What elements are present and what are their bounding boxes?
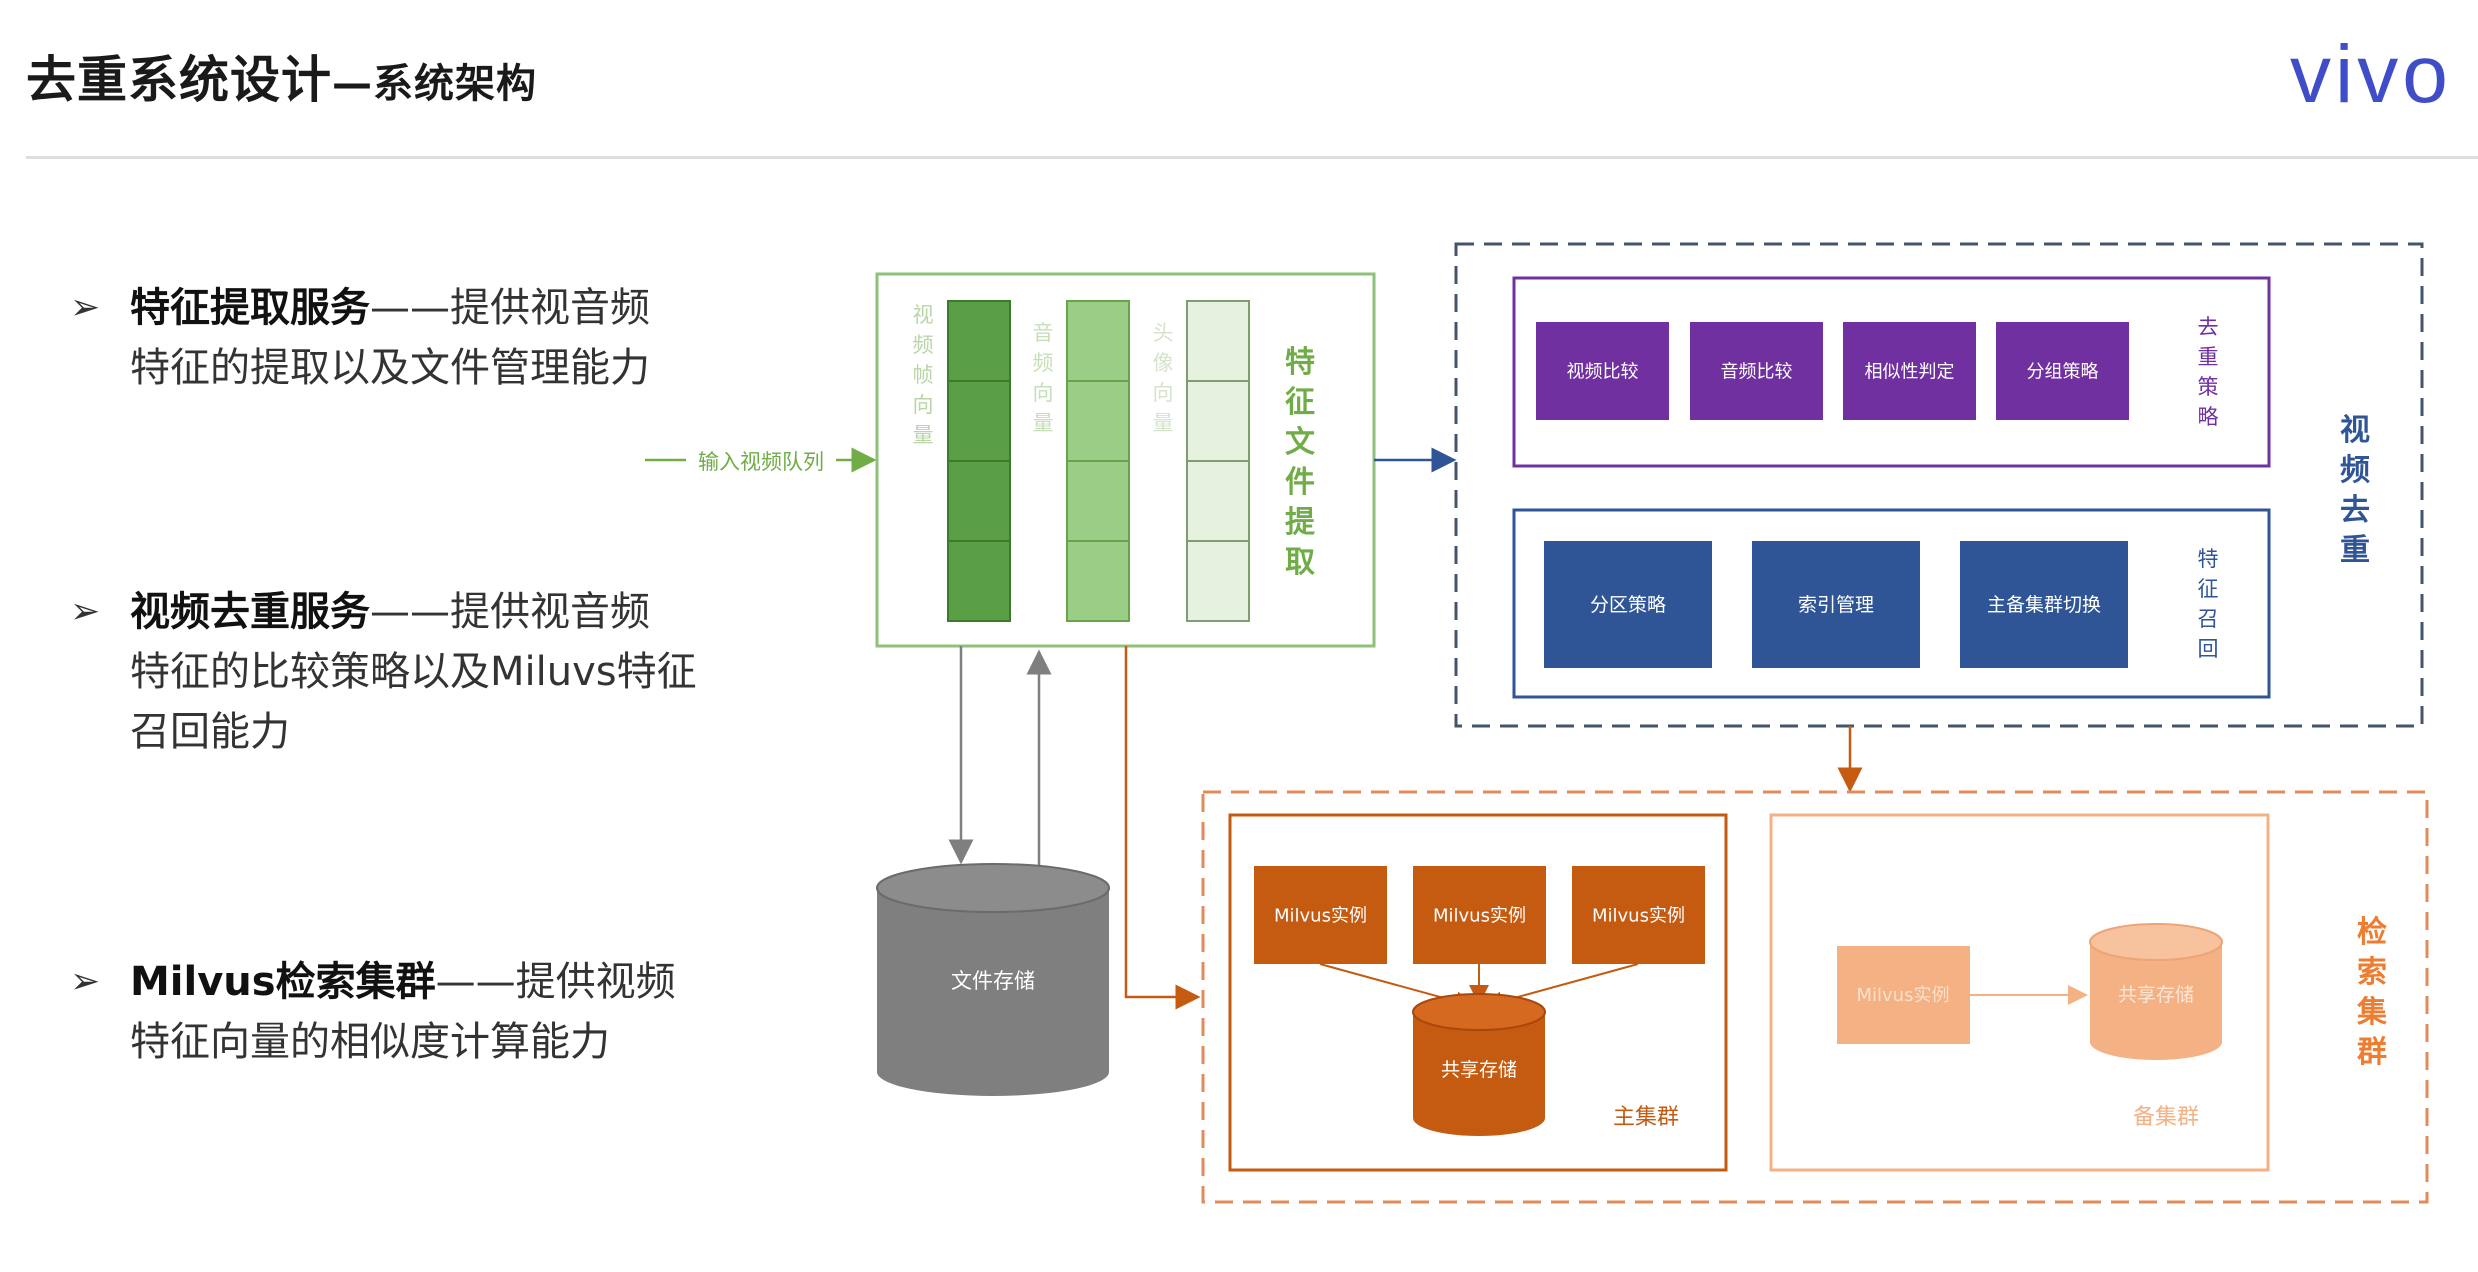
bullet-line-1: Milvus检索集群——提供视频 (130, 952, 676, 1012)
diagram-node-label: 相似性判定 (1865, 361, 1955, 382)
backup-shared-storage-cylinder: 共享存储 (2089, 923, 2223, 1060)
main-shared-storage-cylinder: 共享存储 (1412, 993, 1546, 1136)
feature-recall-box: 分区策略 索引管理 主备集群切换 特征召回 (1512, 508, 2271, 699)
feature-recall-label: 特征召回 (2198, 547, 2219, 661)
bullet-line-3: 召回能力 (130, 709, 290, 755)
audio-vector-label: 音频向量 (1033, 321, 1054, 435)
main-cluster-box: Milvus实例 Milvus实例 Milvus实例 共享存储 主集群 (1228, 813, 1728, 1172)
arrow-bullet-icon: ➢ (70, 961, 101, 1002)
avatar-vector-column (1186, 300, 1250, 622)
diagram-node (1996, 322, 2129, 420)
bullet-rest: ——提供视音频 (370, 589, 650, 635)
bullet-line-2: 特征的提取以及文件管理能力 (130, 345, 650, 391)
diagram-node (1536, 322, 1669, 420)
title-subtitle: —系统架构 (332, 61, 537, 107)
diagram-node-label: Milvus实例 (1433, 905, 1526, 926)
diagram-node-label: 视频比较 (1567, 361, 1639, 382)
dedup-strategy-label: 去重策略 (2198, 315, 2219, 429)
diagram-node (1690, 322, 1823, 420)
backup-milvus-instance (1837, 946, 1970, 1044)
search-cluster-region: 检索集群 Milvus实例 Milvus实例 Milvus实例 共享存储 主集群 M… (1201, 790, 2429, 1204)
diagram-node-label: Milvus实例 (1274, 905, 1367, 926)
extraction-to-cluster-arrow (1124, 646, 1201, 1010)
diagram-node-label: 索引管理 (1798, 594, 1874, 616)
diagram-node (1572, 866, 1705, 964)
diagram-node-label: 音频比较 (1721, 361, 1793, 382)
video-frame-vector-column (947, 300, 1011, 622)
video-dedup-region: 视频去重 视频比较 音频比较 相似性判定 分组策略 去重策略 分区策略 索引管理 主备集群… (1454, 242, 2424, 728)
diagram-node-label: 分区策略 (1590, 594, 1666, 616)
page-title: 去重系统设计—系统架构 (26, 40, 537, 112)
arrow-bullet-icon: ➢ (70, 591, 101, 632)
bullet-feature-extraction: ➢ 特征提取服务——提供视音频 特征的提取以及文件管理能力 (70, 278, 650, 398)
video-dedup-label: 视频去重 (2340, 413, 2370, 568)
main-cluster-label: 主集群 (1613, 1105, 1679, 1130)
bullet-bold: 特征提取服务 (130, 285, 370, 331)
bullet-rest: ——提供视音频 (370, 285, 650, 331)
diagram-node (1413, 866, 1546, 964)
bullet-line-1: 视频去重服务——提供视音频 (130, 582, 697, 642)
file-storage-cylinder: 文件存储 (876, 863, 1110, 1096)
main-shared-storage-label: 共享存储 (1441, 1059, 1517, 1081)
arrow-bullet-icon: ➢ (70, 287, 101, 328)
backup-cluster-box: Milvus实例 共享存储 备集群 (1769, 813, 2270, 1172)
input-label: 输入视频队列 (698, 450, 824, 474)
bullet-line-2: 特征向量的相似度计算能力 (130, 1019, 610, 1065)
backup-cluster-label: 备集群 (2133, 1105, 2199, 1130)
title-main: 去重系统设计 (26, 51, 332, 109)
diagram-node-label: Milvus实例 (1592, 905, 1685, 926)
avatar-vector-label: 头像向量 (1153, 321, 1174, 435)
bullet-bold: Milvus检索集群 (130, 959, 436, 1005)
video-frame-vector-label: 视频帧向量 (913, 303, 934, 447)
backup-shared-storage-label: 共享存储 (2118, 984, 2194, 1006)
file-storage-label: 文件存储 (951, 969, 1035, 993)
feature-extraction-label: 特征文件提取 (1285, 345, 1316, 580)
feature-extraction-box: 视频帧向量 音频向量 头像向量 特征文件提取 (875, 272, 1376, 648)
diagram-node-label: 分组策略 (2027, 361, 2099, 382)
diagram-node (1960, 541, 2128, 668)
backup-instance-label: Milvus实例 (1857, 985, 1950, 1006)
audio-vector-column (1066, 300, 1130, 622)
bullet-rest: ——提供视频 (435, 959, 676, 1005)
bullet-line-1: 特征提取服务——提供视音频 (130, 278, 650, 338)
diagram-node (1752, 541, 1920, 668)
search-cluster-label: 检索集群 (2356, 915, 2388, 1070)
bullet-video-dedup: ➢ 视频去重服务——提供视音频 特征的比较策略以及Miluvs特征 召回能力 (70, 582, 697, 762)
input-label-bg (686, 444, 836, 476)
diagram-node (1544, 541, 1712, 668)
vivo-logo: vivo (2290, 29, 2452, 120)
bullet-milvus-cluster: ➢ Milvus检索集群——提供视频 特征向量的相似度计算能力 (70, 952, 676, 1072)
dedup-strategy-box: 视频比较 音频比较 相似性判定 分组策略 去重策略 (1512, 276, 2271, 468)
diagram-node-label: 主备集群切换 (1987, 594, 2101, 616)
bullet-bold: 视频去重服务 (130, 589, 370, 635)
diagram-node (1254, 866, 1387, 964)
header-divider (26, 156, 2478, 159)
diagram-node (1843, 322, 1976, 420)
bullet-line-2: 特征的比较策略以及Miluvs特征 (130, 649, 697, 695)
